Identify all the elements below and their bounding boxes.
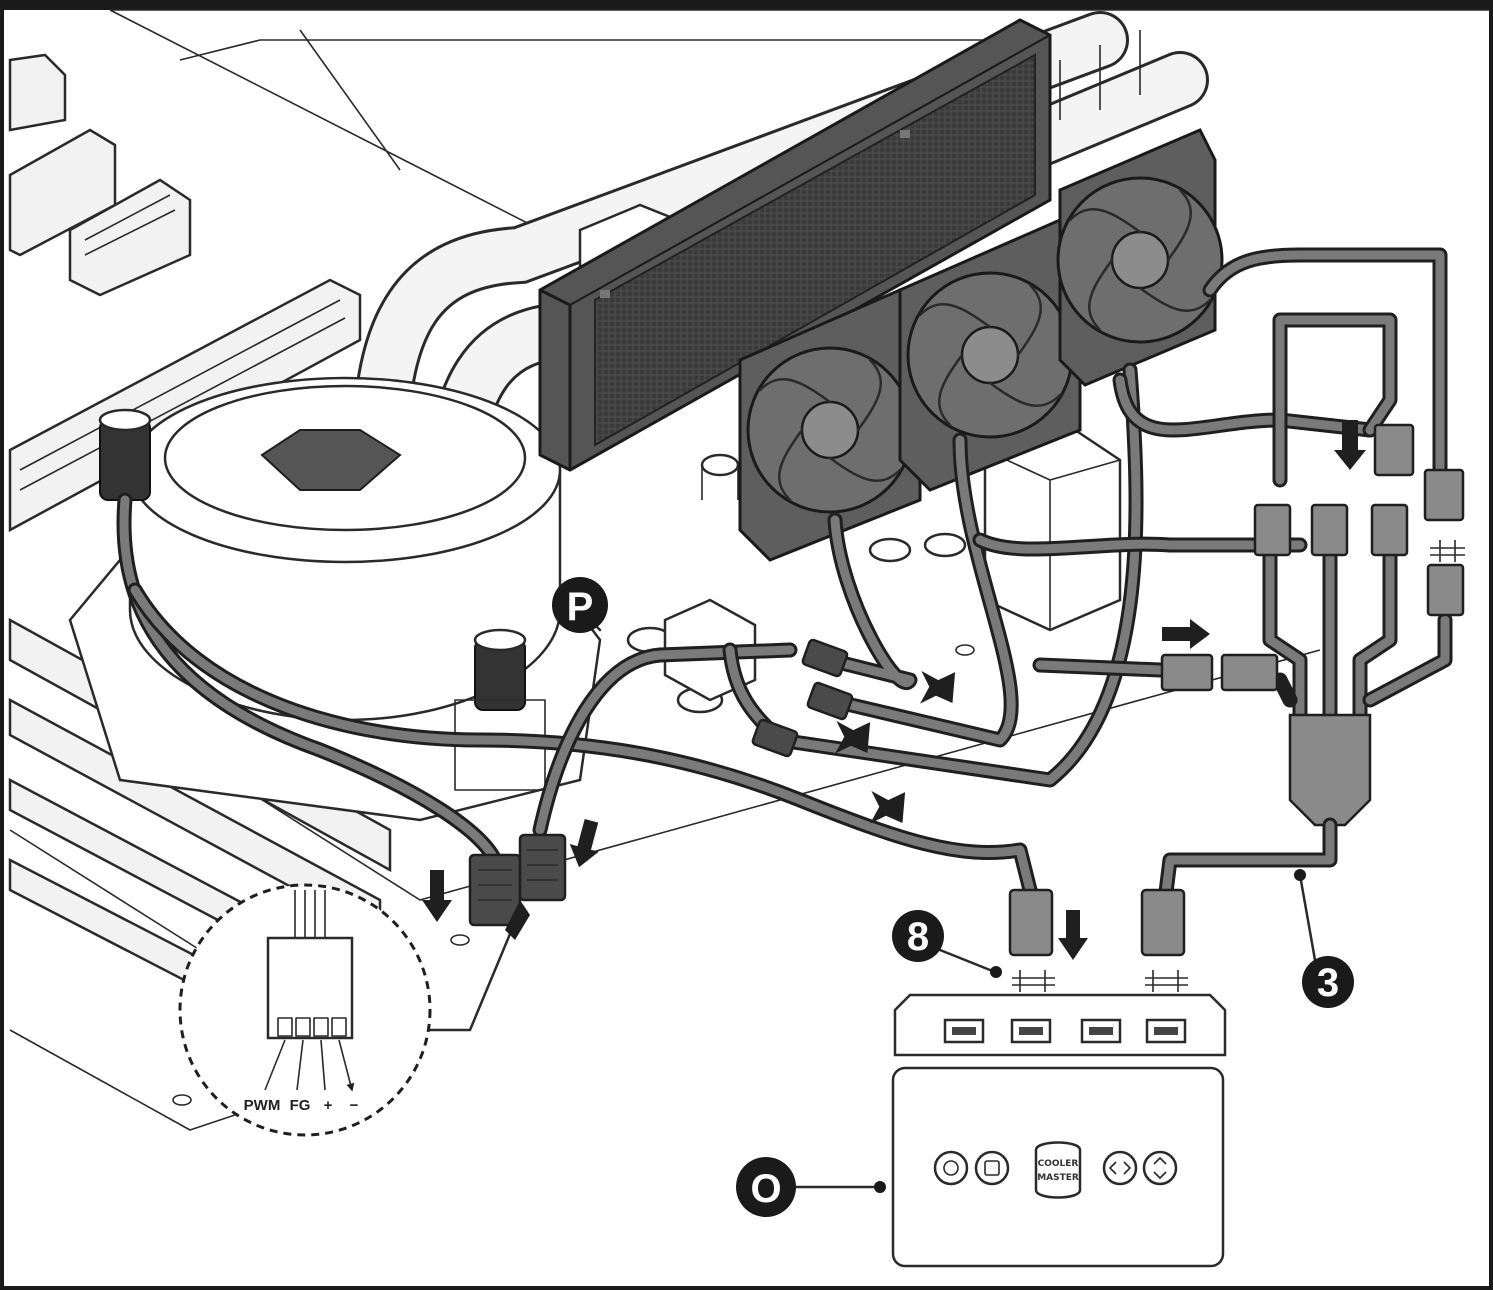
- hub-port: [1080, 1018, 1122, 1044]
- pinout-detail: PWM FG + −: [178, 883, 522, 1137]
- callout-8: 8: [892, 910, 1002, 978]
- logo-line1: COOLER: [1038, 1159, 1079, 1169]
- callout-3-label: 3: [1317, 961, 1339, 1005]
- arrow-down-icon: [422, 870, 452, 922]
- expansion-slots: [8, 53, 362, 533]
- logo-line2: MASTER: [1037, 1173, 1079, 1183]
- top-border: [0, 0, 1493, 10]
- controller-inputs: [1008, 888, 1188, 992]
- thumbscrew: [98, 408, 152, 501]
- direction-arrows: [422, 420, 1366, 960]
- arrow-down-icon: [1334, 420, 1366, 470]
- pin-label-negative: −: [350, 1097, 359, 1114]
- arrow-up-left-icon: [835, 720, 871, 754]
- argb-connector: [1426, 563, 1465, 617]
- hub-port: [943, 1018, 985, 1044]
- mode-button-icon: [974, 1150, 1010, 1186]
- hub-port: [1145, 1018, 1187, 1044]
- callout-p-label: P: [567, 585, 594, 629]
- callout-o-label: O: [750, 1167, 781, 1211]
- pump-logo-icon: [260, 429, 402, 491]
- callout-8-label: 8: [907, 915, 929, 959]
- arrow-down-icon: [569, 819, 599, 868]
- arrow-up-left-icon: [920, 670, 956, 704]
- fan-splitter-connectors: [751, 638, 854, 758]
- argb-connector: [1370, 503, 1409, 557]
- argb-connector: [1160, 653, 1214, 692]
- arrow-right-icon: [1162, 619, 1210, 649]
- next-button-icon: [1142, 1150, 1178, 1186]
- argb-connector: [1220, 653, 1279, 692]
- fan-3: [1056, 128, 1224, 387]
- argb-hub: [893, 993, 1227, 1057]
- cooler-master-logo: COOLER MASTER: [1034, 1141, 1082, 1199]
- power-button-icon: [933, 1150, 969, 1186]
- pin-label-positive: +: [324, 1097, 333, 1114]
- argb-splitter: [1157, 423, 1465, 908]
- arrow-up-left-icon: [870, 790, 906, 824]
- callout-3: 3: [1294, 869, 1354, 1008]
- pin-label-fg: FG: [290, 1097, 311, 1114]
- pin-label-pwm: PWM: [244, 1097, 281, 1114]
- argb-controller: COOLER MASTER: [891, 1066, 1225, 1268]
- controller-plug: [1140, 888, 1186, 957]
- radiator: [538, 18, 1052, 472]
- pump-block: [68, 376, 602, 822]
- fan-cables: [772, 247, 1448, 788]
- controller-plug: [1008, 888, 1054, 957]
- arrow-up-right-icon: [505, 900, 530, 940]
- callout-p: P: [552, 577, 608, 633]
- argb-connector: [1373, 423, 1415, 477]
- pump-cables: [116, 492, 1038, 898]
- argb-connector: [1423, 468, 1465, 522]
- fan-1: [738, 288, 922, 562]
- arrow-down-icon: [1058, 910, 1088, 960]
- hub-port: [1010, 1018, 1052, 1044]
- argb-connector: [1253, 503, 1292, 557]
- motherboard-fan-headers: [468, 833, 567, 927]
- prev-button-icon: [1102, 1150, 1138, 1186]
- argb-connector: [1310, 503, 1349, 557]
- callout-o: O: [736, 1157, 886, 1217]
